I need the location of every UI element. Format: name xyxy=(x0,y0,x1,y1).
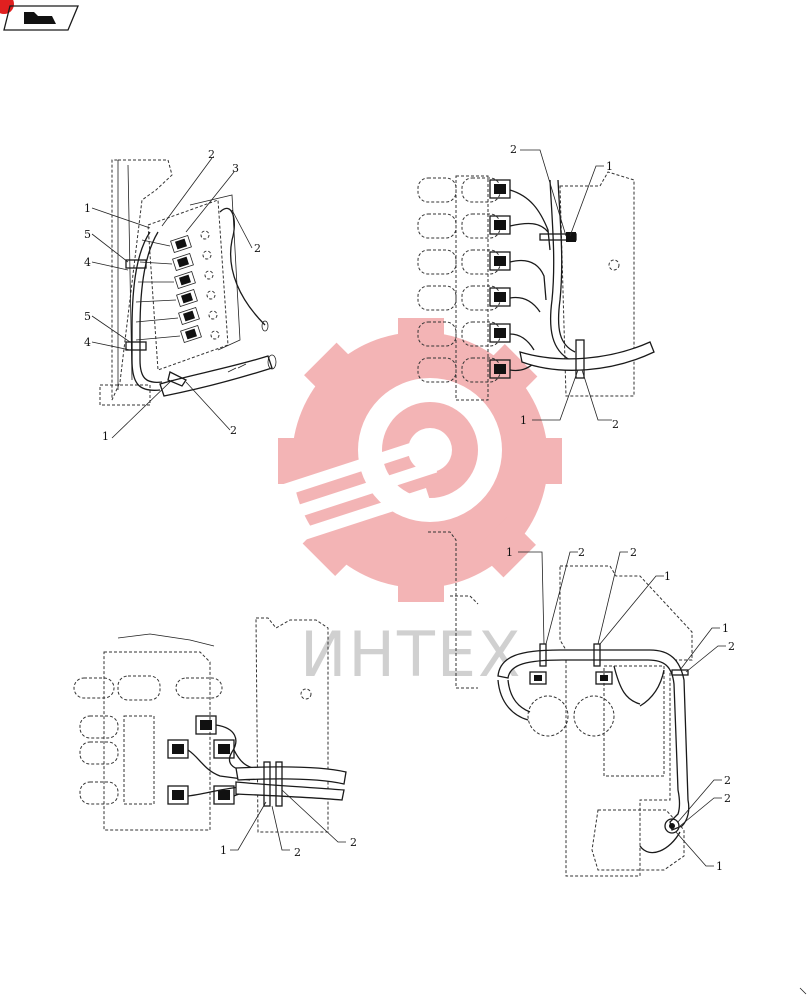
view-bottom-right: 1 2 2 1 1 2 2 2 1 xyxy=(428,531,735,877)
nav-badge xyxy=(0,0,14,14)
view-bottom-left: 1 2 2 xyxy=(73,617,357,859)
corner-mark xyxy=(799,987,807,995)
view-top-right: 2 1 1 2 xyxy=(417,143,655,431)
callout: 1 xyxy=(520,414,527,427)
callout: 2 xyxy=(630,546,637,559)
view-top-left: 2 3 1 2 5 4 5 4 1 2 xyxy=(84,148,277,443)
callout: 2 xyxy=(208,148,215,161)
callout: 3 xyxy=(232,162,239,175)
watermark-logo: ИНТЕХ xyxy=(243,318,562,691)
callout: 1 xyxy=(506,546,513,559)
callout: 2 xyxy=(724,774,731,787)
callout: 1 xyxy=(664,570,671,583)
callout: 4 xyxy=(84,336,91,349)
callout: 5 xyxy=(84,228,91,241)
callout: 2 xyxy=(230,424,237,437)
callout: 1 xyxy=(606,160,613,173)
callout: 2 xyxy=(578,546,585,559)
callout: 1 xyxy=(220,844,227,857)
callout: 1 xyxy=(102,430,109,443)
previous-page-button[interactable] xyxy=(0,0,79,31)
callout: 1 xyxy=(716,860,723,873)
callout: 2 xyxy=(724,792,731,805)
callout: 2 xyxy=(510,143,517,156)
callout: 2 xyxy=(612,418,619,431)
callout: 2 xyxy=(350,836,357,849)
callout: 5 xyxy=(84,310,91,323)
callout: 2 xyxy=(254,242,261,255)
callout: 4 xyxy=(84,256,91,269)
callout: 1 xyxy=(722,622,729,635)
previous-page-icon xyxy=(24,12,56,24)
callout: 1 xyxy=(84,202,91,215)
gear-icon xyxy=(243,318,562,602)
callout: 2 xyxy=(294,846,301,859)
watermark-text: ИНТЕХ xyxy=(300,618,523,691)
callout: 2 xyxy=(728,640,735,653)
